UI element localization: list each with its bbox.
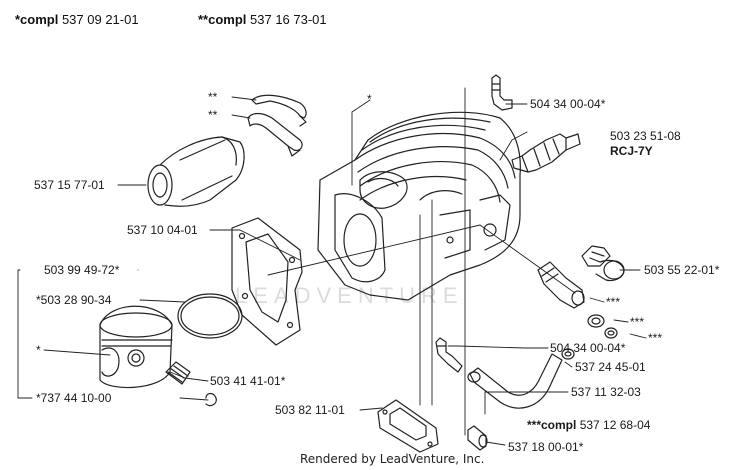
label-fitting-bottom: 504 34 00-04* xyxy=(550,341,626,355)
label-clamp-upper: ** xyxy=(208,90,218,104)
washer-3 xyxy=(561,348,575,360)
label-base-gasket: 503 82 11-01 xyxy=(275,403,345,417)
label-washer: 537 24 45-01 xyxy=(575,360,646,374)
label-spark-plug: 503 23 51-08 xyxy=(610,129,681,143)
label-piston-kit: 503 99 49-72* xyxy=(44,263,120,277)
piston-ring xyxy=(177,293,243,339)
label-compl-kit-3-prefix: ***compl xyxy=(527,418,577,432)
cylinder xyxy=(317,111,521,301)
label-circlip: *737 44 10-00 xyxy=(36,391,112,405)
label-fitting-top: 504 34 00-04* xyxy=(530,97,606,111)
needle-bearing xyxy=(165,361,191,385)
base-gasket xyxy=(377,399,439,453)
compl-kit-1-prefix: *compl xyxy=(15,12,59,27)
compl-kit-2: **compl 537 16 73-01 xyxy=(198,12,327,27)
label-piston: * xyxy=(36,343,41,357)
cylinder-gasket xyxy=(231,217,303,346)
intake-clamp-lower xyxy=(247,112,303,157)
label-washer-2: *** xyxy=(630,315,645,329)
intake-clamp-upper xyxy=(251,94,307,127)
plug xyxy=(467,425,488,451)
label-compl-kit-3: ***compl 537 12 68-04 xyxy=(527,418,650,432)
circlip xyxy=(205,392,217,407)
compl-kit-1-number: 537 09 21-01 xyxy=(58,12,139,27)
label-washer-1: *** xyxy=(606,295,621,309)
washer-1 xyxy=(587,314,605,328)
label-intake-manifold: 537 15 77-01 xyxy=(34,178,105,192)
watermark: LEADVENTURE xyxy=(235,283,464,308)
footer-credit: Rendered by LeadVenture, Inc. xyxy=(300,452,485,466)
hose xyxy=(467,353,563,409)
label-cylinder: * xyxy=(367,92,372,106)
label-piston-ring: *503 28 90-34 xyxy=(36,293,112,307)
washer-2 xyxy=(604,327,618,339)
spark-plug xyxy=(511,133,581,173)
label-plug: 537 18 00-01* xyxy=(508,440,584,454)
label-washer-3: *** xyxy=(648,331,663,345)
compl-kit-1: *compl 537 09 21-01 xyxy=(15,12,139,27)
label-cylinder-gasket: 537 10 04-01 xyxy=(127,223,198,237)
fitting-top xyxy=(491,74,513,111)
piston xyxy=(99,305,173,389)
label-decomp-valve: 503 55 22-01* xyxy=(644,263,720,277)
label-clamp-lower: ** xyxy=(208,108,218,122)
intake-manifold xyxy=(147,136,245,207)
cylinder-side-fitting xyxy=(537,261,585,309)
label-compl-kit-3-number: 537 12 68-04 xyxy=(576,418,651,432)
label-hose: 537 11 32-03 xyxy=(571,385,641,399)
decompression-valve xyxy=(581,245,625,282)
label-needle-bearing: 503 41 41-01* xyxy=(210,374,286,388)
fitting-bottom xyxy=(435,337,463,373)
compl-kit-2-number: 537 16 73-01 xyxy=(246,12,327,27)
compl-kit-2-prefix: **compl xyxy=(198,12,247,27)
label-spark-plug-type: RCJ-7Y xyxy=(610,144,653,158)
